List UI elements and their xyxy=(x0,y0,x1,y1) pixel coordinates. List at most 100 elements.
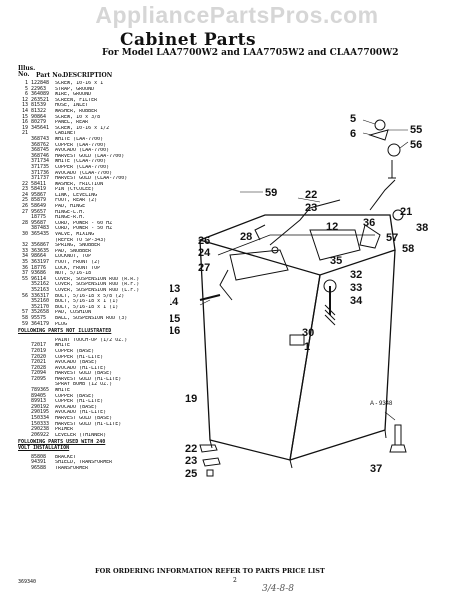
part-number: 72094 xyxy=(31,370,47,377)
illus-number: 14 xyxy=(21,107,28,114)
cabinet-diagram: 5 6 55 56 59 22 23 26 24 28 12 36 21 57 … xyxy=(170,113,428,480)
illus-number: 59 xyxy=(21,320,28,327)
part-description: WHITE (LAA-7700) xyxy=(55,136,104,142)
part-number: 81539 xyxy=(31,102,47,109)
part-description: PLUG xyxy=(55,321,68,327)
illus-number: 12 xyxy=(21,96,28,103)
part-description: AVOCADO (BASE) xyxy=(55,360,98,366)
callout-37: 37 xyxy=(370,463,382,475)
part-number: 352658 xyxy=(31,309,50,316)
callout-16: 16 xyxy=(170,325,180,337)
part-number: 94391 xyxy=(31,459,47,466)
illus-number: 57 xyxy=(21,309,28,316)
ordering-note: FOR ORDERING INFORMATION REFER TO PARTS … xyxy=(95,567,325,575)
part-description: WHITE (CLAA-7700) xyxy=(55,159,107,165)
part-description: COPPER (LAA-7700) xyxy=(55,142,107,148)
part-number: 371734 xyxy=(31,158,50,165)
volt-row: 94391 SHIELD, TRANSFORMER xyxy=(18,460,203,466)
part-description: FOOT, FRONT (2) xyxy=(55,260,101,265)
part-description: LOCK, FRONT TOP xyxy=(55,265,101,271)
part-description: LINK, LEVELING xyxy=(55,192,98,198)
callout-5: 5 xyxy=(350,113,356,125)
part-description: CORD, POWER - 60 HZ xyxy=(55,220,113,226)
callout-23-top: 23 xyxy=(305,202,317,214)
part-number: 371737 xyxy=(31,175,50,182)
illus-number: 6 xyxy=(24,91,28,98)
part-number: 22963 xyxy=(31,85,47,92)
paint-row: 72021 AVOCADO (BASE) xyxy=(18,359,203,366)
illus-number: 26 xyxy=(21,203,28,210)
part-description: (REFER TO SP-343) xyxy=(55,237,107,243)
part-number: 72095 xyxy=(31,375,47,382)
part-description: FOOT, REAR (2) xyxy=(55,198,98,204)
part-number: 290238 xyxy=(31,426,50,433)
figure-label: A - 9348 xyxy=(370,401,393,407)
part-number: 371735 xyxy=(31,163,50,170)
callout-12: 12 xyxy=(326,221,338,233)
part-description: LEVELER (THINNER) xyxy=(55,432,107,438)
callout-28: 28 xyxy=(240,231,252,243)
callout-23-bottom: 23 xyxy=(185,455,197,467)
part-description: WASHER, FRICTION xyxy=(55,181,104,187)
part-number: 789365 xyxy=(31,387,50,394)
part-description: COPPER (BASE) xyxy=(55,393,95,399)
part-description: BRACKET xyxy=(55,454,77,460)
part-number: 352163 xyxy=(31,286,50,293)
part-description: COVER, SUSPENSION ROD (L.F.) xyxy=(55,287,140,293)
part-number: 336317 xyxy=(31,292,50,299)
header-description: DESCRIPTION xyxy=(63,72,113,79)
callout-27: 27 xyxy=(198,262,210,274)
callout-34: 34 xyxy=(350,295,363,307)
part-description: HARVEST GOLD (HI-LITE) xyxy=(55,421,122,427)
callout-25: 25 xyxy=(185,468,197,480)
part-number: 368746 xyxy=(31,152,50,159)
part-number: 352170 xyxy=(31,303,50,310)
callout-35: 35 xyxy=(330,255,342,267)
part-number: 58411 xyxy=(31,180,47,187)
section-not-illustrated: FOLLOWING PARTS NOT ILLUSTRATED xyxy=(18,328,112,335)
illus-number: 27 xyxy=(21,208,28,215)
part-description: AVOCADO (BASE) xyxy=(55,404,98,410)
leader-lines xyxy=(199,119,409,421)
part-number: 72017 xyxy=(31,342,47,349)
part-number: 58419 xyxy=(31,186,47,193)
part-description: SCREEN, FILTER xyxy=(55,97,98,103)
illus-number: 25 xyxy=(21,197,28,204)
part-number: 93686 xyxy=(31,270,47,277)
upper-right-parts xyxy=(368,119,404,221)
part-description: BALL, SUSPENSION ROD (3) xyxy=(55,315,128,321)
paint-header: PAINT TOUCH-UP (1/2 OZ.) xyxy=(55,337,128,343)
part-description: COPPER (HI-LITE) xyxy=(55,354,104,360)
part-number: 352162 xyxy=(31,281,50,288)
parts-row: 371734 WHITE (CLAA-7700) xyxy=(18,159,203,165)
page-subtitle: For Model LAA7700W2 and LAA7705W2 and CL… xyxy=(102,48,399,58)
part-number: 80279 xyxy=(31,119,47,126)
illus-number: 21 xyxy=(21,130,28,137)
illus-number: 23 xyxy=(21,186,28,193)
part-description: SCREW, 10-16 x 1 xyxy=(55,81,104,86)
part-description: SHIELD, TRANSFORMER xyxy=(55,460,113,466)
part-number: 72021 xyxy=(31,359,47,366)
callout-30: 30 xyxy=(302,327,314,339)
callout-58: 58 xyxy=(402,243,414,255)
callout-19: 19 xyxy=(185,393,197,405)
part-number: 368762 xyxy=(31,141,50,148)
